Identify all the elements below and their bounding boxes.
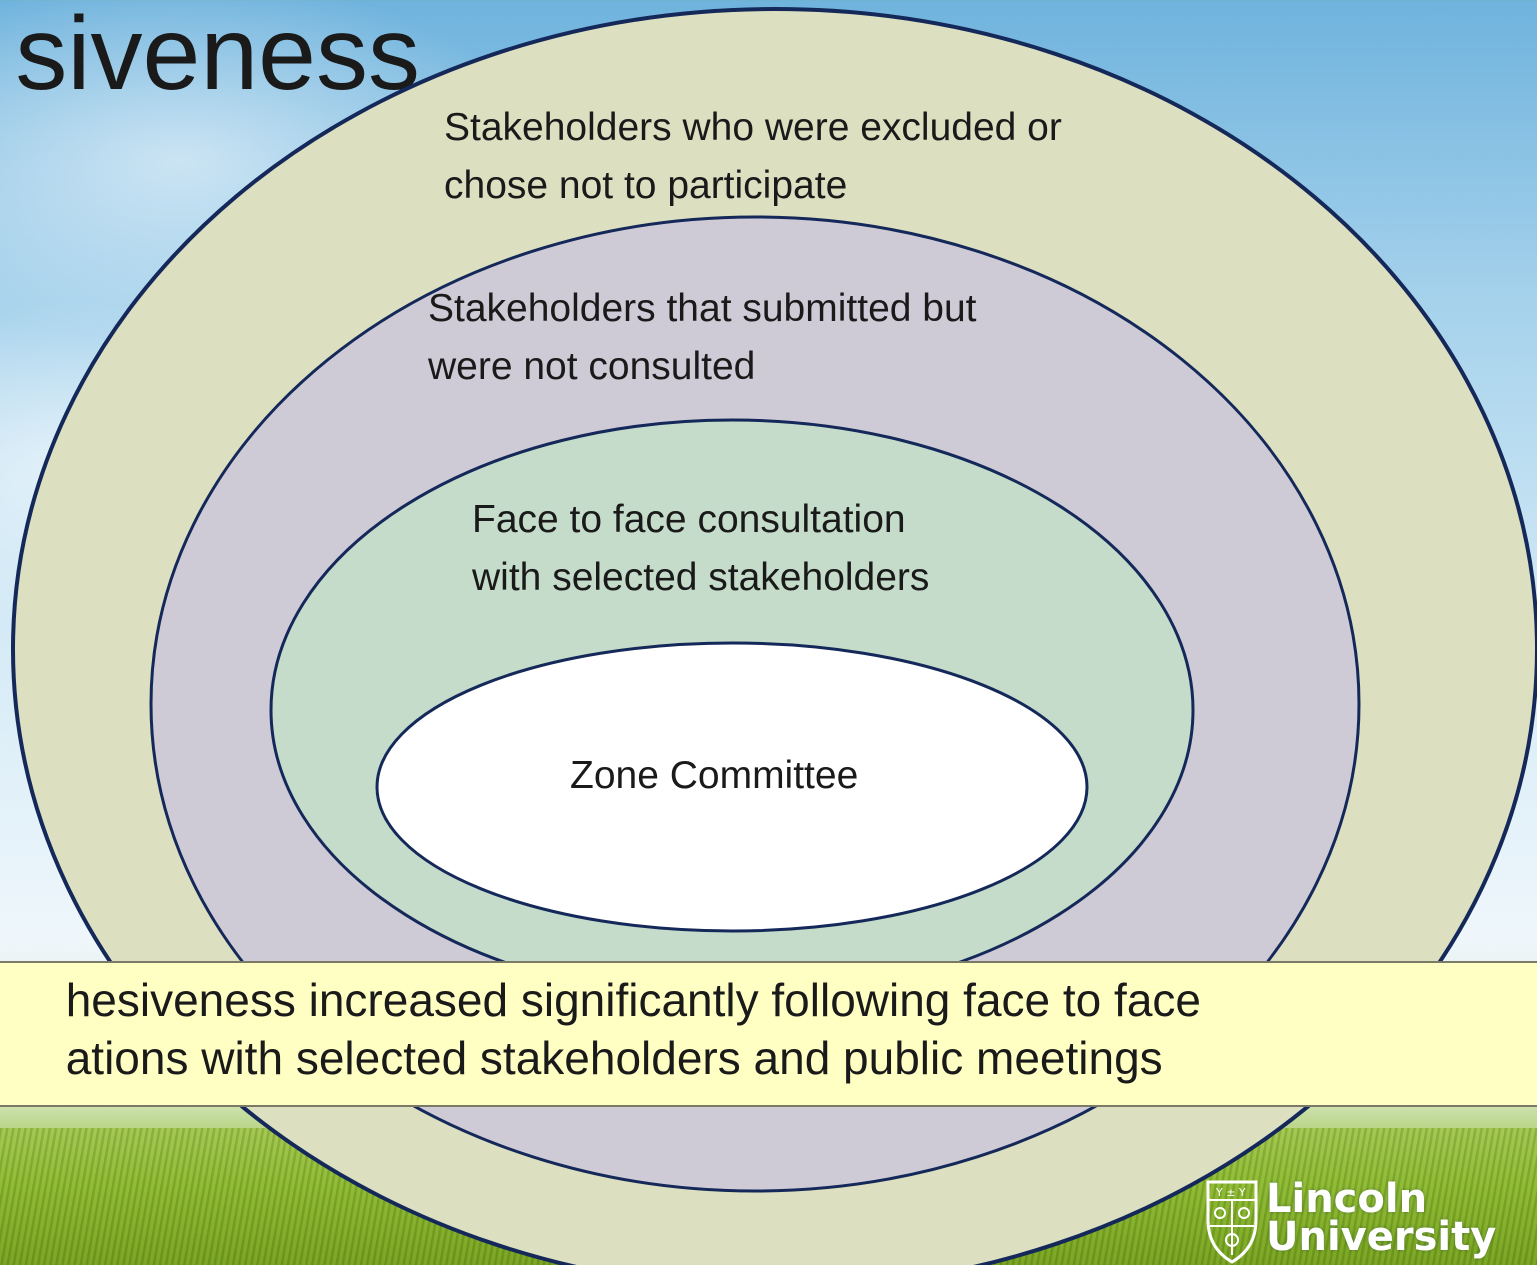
second-ring-label: Stakeholders that submitted but were not…	[428, 287, 977, 388]
callout-text: hesiveness increased significantly follo…	[65, 974, 1201, 1084]
slide-title: siveness	[15, 0, 420, 112]
core-ring-label: Zone Committee	[570, 754, 859, 797]
third-ring-label: Face to face consultation with selected …	[472, 498, 930, 599]
outer-ring-label: Stakeholders who were excluded or chose …	[444, 106, 1062, 207]
callout-box: hesiveness increased significantly follo…	[0, 961, 1537, 1107]
university-logo-text: Lincoln University	[1266, 1176, 1497, 1260]
core-ring	[375, 641, 1089, 933]
university-crest-icon: Y ± Y	[1206, 1180, 1258, 1264]
svg-text:Y ± Y: Y ± Y	[1215, 1186, 1246, 1199]
